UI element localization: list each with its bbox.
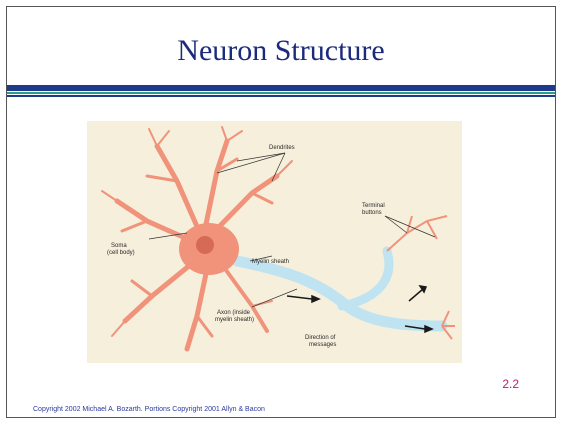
- label-terminal-detail: buttons: [362, 210, 382, 216]
- axon-branch-drawing: [342, 251, 389, 306]
- copyright-text: Copyright 2002 Michael A. Bozarth. Porti…: [33, 406, 265, 413]
- label-direction: Direction of: [305, 335, 336, 341]
- title-divider-navy-thin: [7, 95, 555, 97]
- label-direction-detail: messages: [309, 342, 336, 348]
- neuron-figure: Dendrites Soma (cell body) Myelin sheath…: [87, 121, 462, 363]
- slide-title: Neuron Structure: [7, 34, 555, 68]
- slide-number: 2.2: [502, 377, 519, 391]
- label-myelin: Myelin sheath: [252, 259, 289, 265]
- label-axon: Axon (inside: [217, 310, 251, 316]
- label-soma-detail: (cell body): [107, 250, 135, 256]
- label-dendrites: Dendrites: [269, 145, 295, 151]
- axon-myelin-drawing: [237, 261, 442, 326]
- label-soma: Soma: [111, 243, 127, 249]
- neuron-diagram: Dendrites Soma (cell body) Myelin sheath…: [87, 121, 462, 363]
- nucleus-drawing: [196, 236, 214, 254]
- label-terminal: Terminal: [362, 203, 385, 209]
- slide: Neuron Structure: [6, 6, 556, 418]
- label-axon-detail: myelin sheath): [215, 317, 254, 323]
- title-divider-teal: [7, 92, 555, 94]
- title-divider-navy: [7, 85, 555, 91]
